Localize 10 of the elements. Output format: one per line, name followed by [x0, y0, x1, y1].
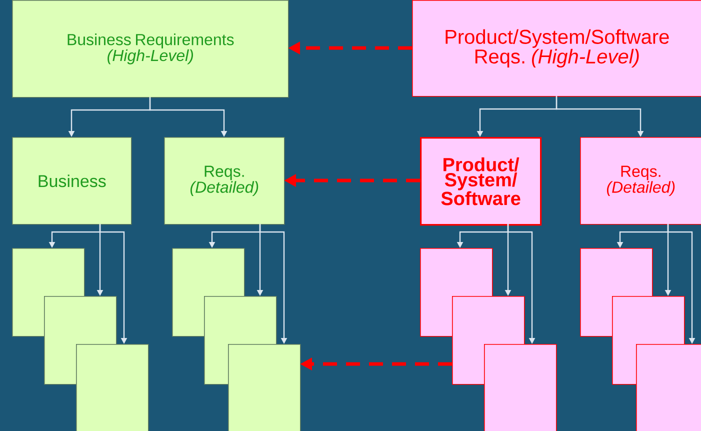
requirement-box: Product/ System/ Software	[420, 137, 542, 226]
requirement-box: Product/System/Software Reqs. (High-Level)	[412, 0, 701, 97]
requirement-box: Business	[12, 137, 132, 225]
requirement-box: Business Requirements (High-Level)	[12, 0, 289, 98]
document-box	[636, 344, 701, 431]
document-box	[228, 344, 301, 431]
document-box	[76, 344, 149, 431]
requirement-box: Reqs. (Detailed)	[164, 137, 285, 225]
document-box	[484, 344, 557, 431]
requirement-box: Reqs. (Detailed)	[580, 137, 701, 225]
